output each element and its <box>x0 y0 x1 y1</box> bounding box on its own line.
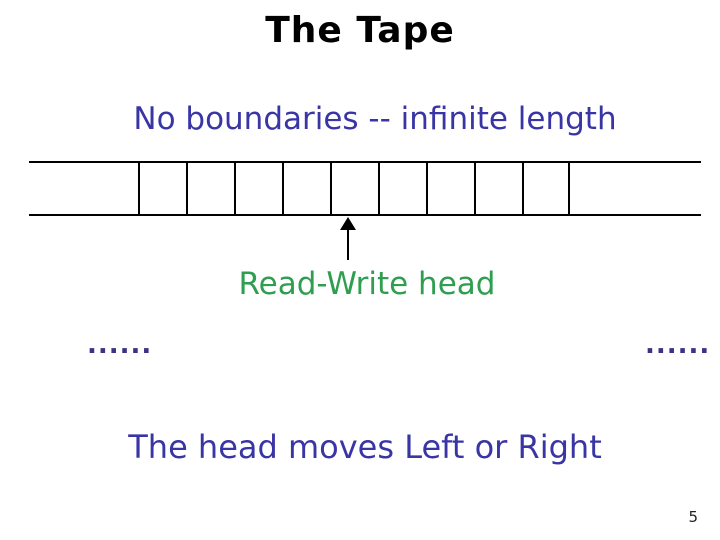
tape-cell <box>474 163 522 214</box>
page-number: 5 <box>688 508 698 526</box>
tape-cell <box>330 163 378 214</box>
tape-diagram: ...... ...... <box>29 161 709 358</box>
tape-right-ellipsis: ...... <box>645 330 711 360</box>
read-write-head-label: Read-Write head <box>238 266 496 302</box>
tape-cell <box>522 163 570 214</box>
tape-cell <box>234 163 282 214</box>
tape-cell <box>282 163 330 214</box>
tape-cell <box>426 163 474 214</box>
head-movement-label: The head moves Left or Right <box>128 428 602 466</box>
slide-title: The Tape <box>265 10 455 51</box>
tape-left-ellipsis: ...... <box>87 330 153 360</box>
up-arrow-icon <box>340 217 356 260</box>
tape-cell <box>138 163 186 214</box>
slide-subtitle: No boundaries -- infinite length <box>133 101 617 137</box>
tape-cell <box>378 163 426 214</box>
tape-cell <box>186 163 234 214</box>
tape-cells <box>138 163 570 214</box>
arrow-head <box>340 217 356 230</box>
arrow-shaft <box>347 229 349 260</box>
